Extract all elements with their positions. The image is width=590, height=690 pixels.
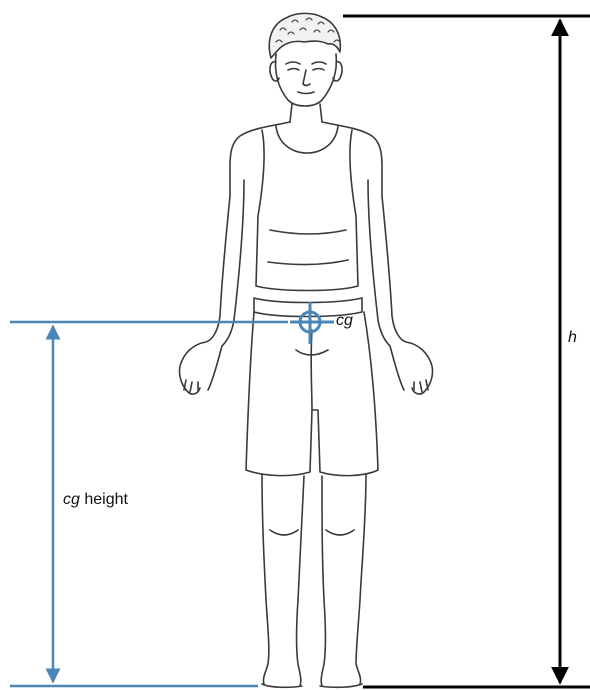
left-arm: [179, 180, 244, 394]
left-brow: [286, 62, 300, 64]
cg-label: cg: [336, 313, 353, 329]
right-brow: [312, 62, 326, 64]
tank-fold: [268, 230, 348, 265]
torso-left: [230, 122, 290, 196]
cg-height-label-text: height: [80, 491, 128, 508]
knees: [270, 530, 354, 535]
cg-height-label-cg: cg: [63, 491, 80, 508]
feet: [262, 684, 362, 687]
cg-height-annotation: [10, 322, 288, 686]
person-sketch: [179, 13, 432, 687]
right-eye: [313, 69, 324, 71]
mouth: [298, 92, 314, 94]
left-eye: [288, 69, 299, 71]
tank-top: [256, 130, 358, 291]
cg-height-label: cg height: [63, 492, 128, 508]
hair: [269, 13, 340, 58]
shorts-fly: [296, 330, 328, 410]
tank-neckline: [276, 126, 338, 153]
height-label: h: [568, 330, 577, 346]
right-leg: [321, 474, 366, 686]
head: [276, 54, 337, 106]
right-arm: [368, 180, 433, 394]
height-annotation: [343, 16, 590, 687]
nose: [303, 70, 310, 86]
left-leg: [262, 474, 304, 686]
